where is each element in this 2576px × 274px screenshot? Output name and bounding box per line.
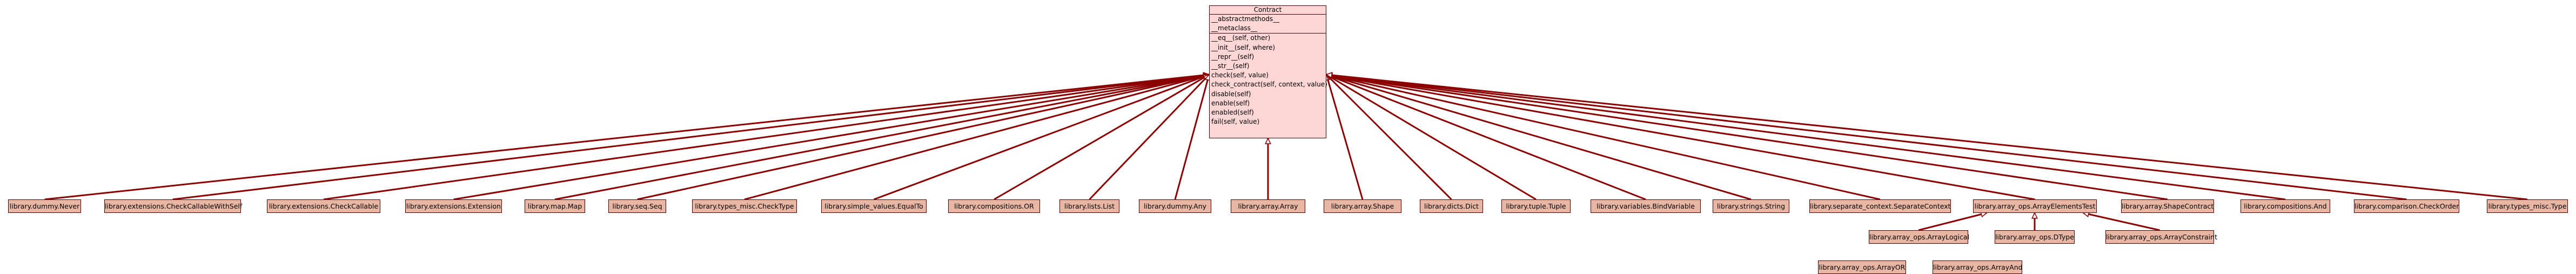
inheritance-edge: [1918, 212, 1987, 231]
inheritance-edge: [637, 73, 1210, 201]
inheritance-edge: [1174, 74, 1210, 200]
inheritance-arrowhead: [2031, 212, 2038, 219]
class-node[interactable]: library.array_ops.ArrayConstraint: [2105, 230, 2217, 244]
inheritance-edge: [1326, 73, 2286, 201]
contract-method: disable(self): [1211, 90, 1251, 98]
inheritance-arrowhead: [1265, 137, 1271, 144]
inheritance-edge: [744, 73, 1210, 201]
contract-method: check_contract(self, context, value): [1211, 81, 1327, 89]
class-node[interactable]: library.tuple.Tuple: [1501, 199, 1571, 213]
class-node[interactable]: library.variables.BindVariable: [1591, 199, 1701, 213]
class-node[interactable]: library.simple_values.EqualTo: [821, 199, 927, 213]
class-node[interactable]: library.map.Map: [525, 199, 585, 213]
inheritance-edge: [44, 73, 1210, 201]
inheritance-edge: [1326, 73, 1752, 201]
class-node[interactable]: library.strings.String: [1713, 199, 1789, 213]
inheritance-edge: [1326, 73, 2528, 201]
inheritance-edge: [1325, 73, 1452, 201]
class-node[interactable]: library.types_misc.Type: [2487, 199, 2568, 213]
inheritance-edge: [1326, 73, 2407, 201]
class-node[interactable]: library.array_ops.DType: [1995, 230, 2075, 244]
contract-method: enable(self): [1211, 99, 1250, 107]
inheritance-edge: [2083, 212, 2160, 231]
inheritance-edge: [323, 73, 1210, 201]
inheritance-edge: [1326, 73, 2168, 201]
class-node[interactable]: library.extensions.CheckCallable: [267, 199, 380, 213]
inheritance-edge: [994, 73, 1210, 201]
class-node[interactable]: library.array_ops.ArrayAnd: [1933, 260, 2023, 274]
class-node[interactable]: library.array_ops.ArrayLogical: [1869, 230, 1969, 244]
contract-method: fail(self, value): [1211, 118, 1260, 126]
class-node[interactable]: library.seq.Seq: [608, 199, 666, 213]
contract-attribute: __metaclass__: [1211, 24, 1257, 32]
inheritance-arrowhead: [1325, 72, 1333, 79]
class-node[interactable]: library.lists.List: [1059, 199, 1119, 213]
contract-methods: __eq__(self, other) __init__(self, where…: [1210, 34, 1327, 126]
contract-method: __eq__(self, other): [1211, 34, 1271, 42]
class-node[interactable]: library.array_ops.ArrayElementsTest: [1973, 199, 2097, 213]
contract-method: check(self, value): [1211, 71, 1269, 79]
class-node[interactable]: library.extensions.Extension: [405, 199, 502, 213]
contract-method: enabled(self): [1211, 108, 1254, 116]
inheritance-edge: [1089, 73, 1210, 201]
class-node[interactable]: library.comparison.CheckOrder: [2354, 199, 2459, 213]
class-node[interactable]: library.types_misc.CheckType: [692, 199, 797, 213]
inheritance-edge: [1326, 73, 1646, 201]
inheritance-edge: [873, 73, 1210, 201]
class-node[interactable]: library.array.Shape: [1324, 199, 1401, 213]
inheritance-edge: [1326, 73, 1881, 201]
class-node[interactable]: library.compositions.And: [2240, 199, 2330, 213]
contract-class-box[interactable]: Contract __abstractmethods__ __metaclass…: [1209, 5, 1327, 138]
inheritance-edge: [554, 73, 1210, 201]
contract-method: __str__(self): [1211, 62, 1250, 70]
contract-class-title: Contract: [1210, 6, 1326, 15]
class-node[interactable]: library.extensions.CheckCallableWithSelf: [104, 199, 242, 213]
inheritance-edge: [1325, 74, 1364, 200]
inheritance-edge: [453, 73, 1210, 201]
contract-method: __repr__(self): [1211, 52, 1255, 61]
contract-method: __init__(self, where): [1211, 43, 1276, 51]
inheritance-edge: [172, 73, 1210, 201]
class-node[interactable]: library.dummy.Never: [8, 199, 81, 213]
class-node[interactable]: library.dummy.Any: [1139, 199, 1211, 213]
contract-attribute: __abstractmethods__: [1211, 15, 1280, 23]
class-node[interactable]: library.array.Array: [1231, 199, 1305, 213]
class-node[interactable]: library.separate_context.SeparateContext: [1809, 199, 1951, 213]
class-node[interactable]: library.dicts.Dict: [1420, 199, 1483, 213]
inheritance-edge: [1326, 73, 2035, 201]
class-node[interactable]: library.compositions.OR: [948, 199, 1040, 213]
inheritance-edge: [1326, 73, 1537, 201]
class-node[interactable]: library.array.ShapeContract: [2121, 199, 2214, 213]
contract-attributes: __abstractmethods__ __metaclass__: [1210, 15, 1326, 34]
inheritance-edges: [44, 72, 2528, 231]
class-node[interactable]: library.array_ops.ArrayOR: [1818, 260, 1906, 274]
